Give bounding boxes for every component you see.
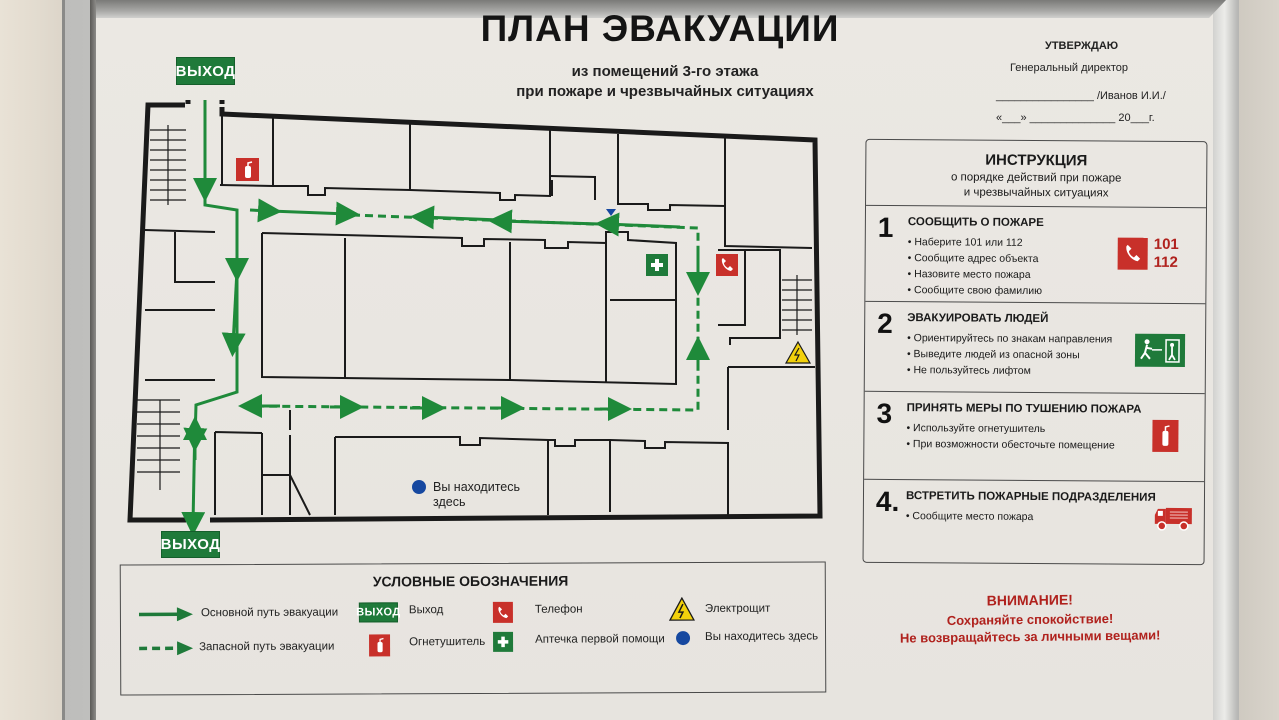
- step-items: Используйте огнетушитель При возможности…: [906, 420, 1115, 453]
- door-direction-icon: [606, 209, 616, 216]
- subtitle-line-1: из помещений 3-го этажа: [571, 63, 759, 80]
- electrical-hazard-icon: [784, 340, 812, 364]
- legend-title: УСЛОВНЫЕ ОБОЗНАЧЕНИЯ: [372, 572, 569, 590]
- exit-sign-icon: ВЫХОД: [356, 602, 401, 623]
- exit-sign-top: ВЫХОД: [176, 57, 235, 85]
- instruction-step-1: 1 СООБЩИТЬ О ПОЖАРЕ Наберите 101 или 112…: [865, 205, 1207, 305]
- emergency-exit-icon: [1134, 333, 1186, 368]
- instruction-panel: ИНСТРУКЦИЯ о порядке действий при пожаре…: [862, 138, 1208, 566]
- step-item: Ориентируйтесь по знакам направления: [907, 330, 1113, 347]
- fire-extinguisher-icon: [1152, 419, 1179, 453]
- step-items: Ориентируйтесь по знакам направления Выв…: [907, 330, 1112, 379]
- step-title: ЭВАКУИРОВАТЬ ЛЮДЕЙ: [907, 312, 1049, 326]
- wall-background: [0, 0, 64, 720]
- instruction-step-4: 4. ВСТРЕТИТЬ ПОЖАРНЫЕ ПОДРАЗДЕЛЕНИЯ Сооб…: [864, 480, 1205, 566]
- reserve-evacuation-route: [238, 205, 710, 421]
- approval-label: УТВЕРЖДАЮ: [1045, 40, 1119, 52]
- approval-position: Генеральный директор: [1010, 62, 1128, 74]
- exit-sign-bottom: ВЫХОД: [161, 531, 220, 558]
- fire-phone-icon: [492, 601, 513, 623]
- warning-block: ВНИМАНИЕ! Сохраняйте спокойствие! Не воз…: [880, 590, 1181, 646]
- step-item: Сообщите место пожара: [906, 508, 1034, 525]
- walls: [127, 100, 823, 523]
- approval-signature: ________________ /Иванов И.И./: [996, 90, 1166, 102]
- step-number: 2: [877, 307, 893, 340]
- legend: УСЛОВНЫЕ ОБОЗНАЧЕНИЯ Основной путь эваку…: [119, 561, 827, 696]
- legend-label: Запасной путь эвакуации: [199, 640, 335, 654]
- you-are-here-label: Вы находитесь здесь: [433, 480, 521, 509]
- first-aid-icon: [646, 254, 668, 276]
- step-item: Сообщите адрес объекта: [908, 250, 1043, 267]
- step-item: Назовите место пожара: [907, 266, 1042, 283]
- fire-extinguisher-icon: [236, 158, 259, 181]
- subtitle-line-2: при пожаре и чрезвычайных ситуациях: [516, 83, 814, 100]
- step-item: Наберите 101 или 112: [908, 234, 1043, 251]
- emergency-numbers: 101 112: [1154, 236, 1179, 272]
- frame-edge: [90, 0, 96, 720]
- page-subtitle: из помещений 3-го этажа при пожаре и чре…: [470, 62, 860, 102]
- instruction-subtitle-2: и чрезвычайных ситуациях: [963, 186, 1109, 200]
- you-are-here-icon: [412, 480, 426, 494]
- legend-label: Основной путь эвакуации: [200, 606, 339, 620]
- step-item: При возможности обесточьте помещение: [906, 436, 1115, 453]
- phone-101: 101: [1153, 235, 1179, 254]
- instruction-step-3: 3 ПРИНЯТЬ МЕРЫ ПО ТУШЕНИЮ ПОЖАРА Использ…: [864, 391, 1205, 483]
- you-are-here-icon: [676, 631, 691, 646]
- legend-label: Огнетушитель: [409, 635, 486, 649]
- step-item: Используйте огнетушитель: [906, 420, 1114, 437]
- warning-title: ВНИМАНИЕ!: [986, 591, 1073, 609]
- legend-label: Вы находитесь здесь: [705, 630, 819, 643]
- step-items: Сообщите место пожара: [906, 508, 1034, 525]
- step-number: 1: [877, 211, 894, 244]
- step-item: Выведите людей из опасной зоны: [907, 346, 1112, 363]
- page-title: ПЛАН ЭВАКУАЦИИ: [480, 8, 840, 49]
- instruction-title: ИНСТРУКЦИЯ: [985, 151, 1088, 170]
- step-number: 4.: [875, 485, 900, 518]
- instruction-step-2: 2 ЭВАКУИРОВАТЬ ЛЮДЕЙ Ориентируйтесь по з…: [864, 301, 1206, 395]
- main-evacuation-route: [181, 100, 360, 536]
- fire-extinguisher-icon: [369, 634, 391, 657]
- solid-arrow-icon: [138, 607, 193, 622]
- fire-truck-icon: [1154, 504, 1194, 537]
- step-title: СООБЩИТЬ О ПОЖАРЕ: [907, 216, 1044, 230]
- wall-right: [1239, 0, 1279, 720]
- step-number: 3: [876, 397, 893, 430]
- dashed-arrow-icon: [139, 641, 194, 656]
- legend-label: Аптечка первой помощи: [535, 633, 665, 646]
- electrical-hazard-icon: [668, 597, 695, 621]
- step-item: Не пользуйтесь лифтом: [907, 362, 1112, 379]
- step-title: ВСТРЕТИТЬ ПОЖАРНЫЕ ПОДРАЗДЕЛЕНИЯ: [905, 490, 1156, 504]
- step-items: Наберите 101 или 112 Сообщите адрес объе…: [907, 234, 1042, 299]
- legend-label: Электрощит: [704, 602, 771, 615]
- legend-label: Выход: [408, 604, 444, 617]
- step-item: Сообщите свою фамилию: [907, 282, 1042, 299]
- warning-line-1: Сохраняйте спокойствие!: [946, 610, 1114, 629]
- phone-112: 112: [1153, 253, 1178, 271]
- fire-phone-icon: [716, 254, 738, 276]
- instruction-header: ИНСТРУКЦИЯ о порядке действий при пожаре…: [866, 139, 1207, 209]
- frame-top: [96, 0, 1226, 18]
- fire-phone-icon: [1117, 237, 1148, 270]
- approval-date: «___» ______________ 20___г.: [996, 112, 1155, 124]
- first-aid-icon: [493, 631, 514, 652]
- step-title: ПРИНЯТЬ МЕРЫ ПО ТУШЕНИЮ ПОЖАРА: [906, 402, 1142, 416]
- legend-label: Телефон: [534, 603, 583, 616]
